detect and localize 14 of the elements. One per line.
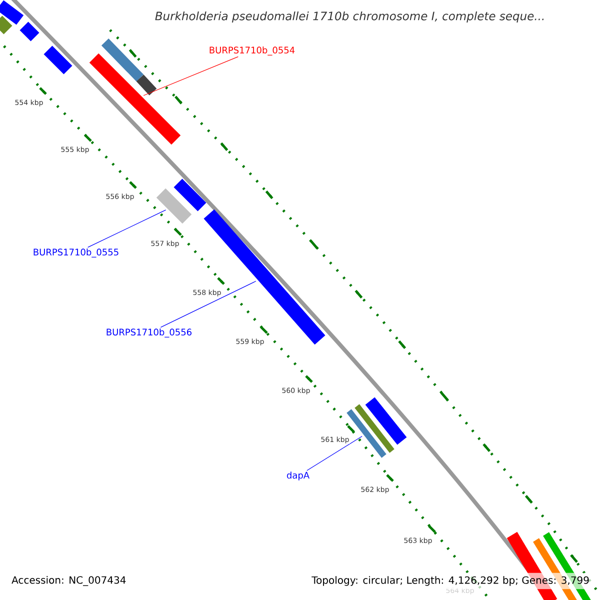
leader-line — [306, 436, 362, 471]
topology-text: Topology: circular; Length: 4,126,292 bp; Genes: 3,799 — [308, 572, 593, 590]
gene-label: BURPS1710b_0555 — [34, 248, 118, 258]
gene-bar — [156, 188, 192, 224]
title: Burkholderia pseudomallei 1710b chromosome I, complete seque... — [155, 11, 544, 23]
leader-line — [88, 210, 166, 248]
accession-text: Accession: NC_007434 — [12, 576, 126, 586]
gene-label: BURPS1710b_0554 — [210, 46, 295, 56]
gene-bar — [204, 209, 326, 345]
gene-bar — [89, 53, 181, 145]
gene-label: dapA — [286, 472, 310, 480]
leader-line — [143, 56, 238, 96]
gene-label: BURPS1710b_0556 — [106, 328, 192, 338]
leader-line — [160, 280, 256, 328]
